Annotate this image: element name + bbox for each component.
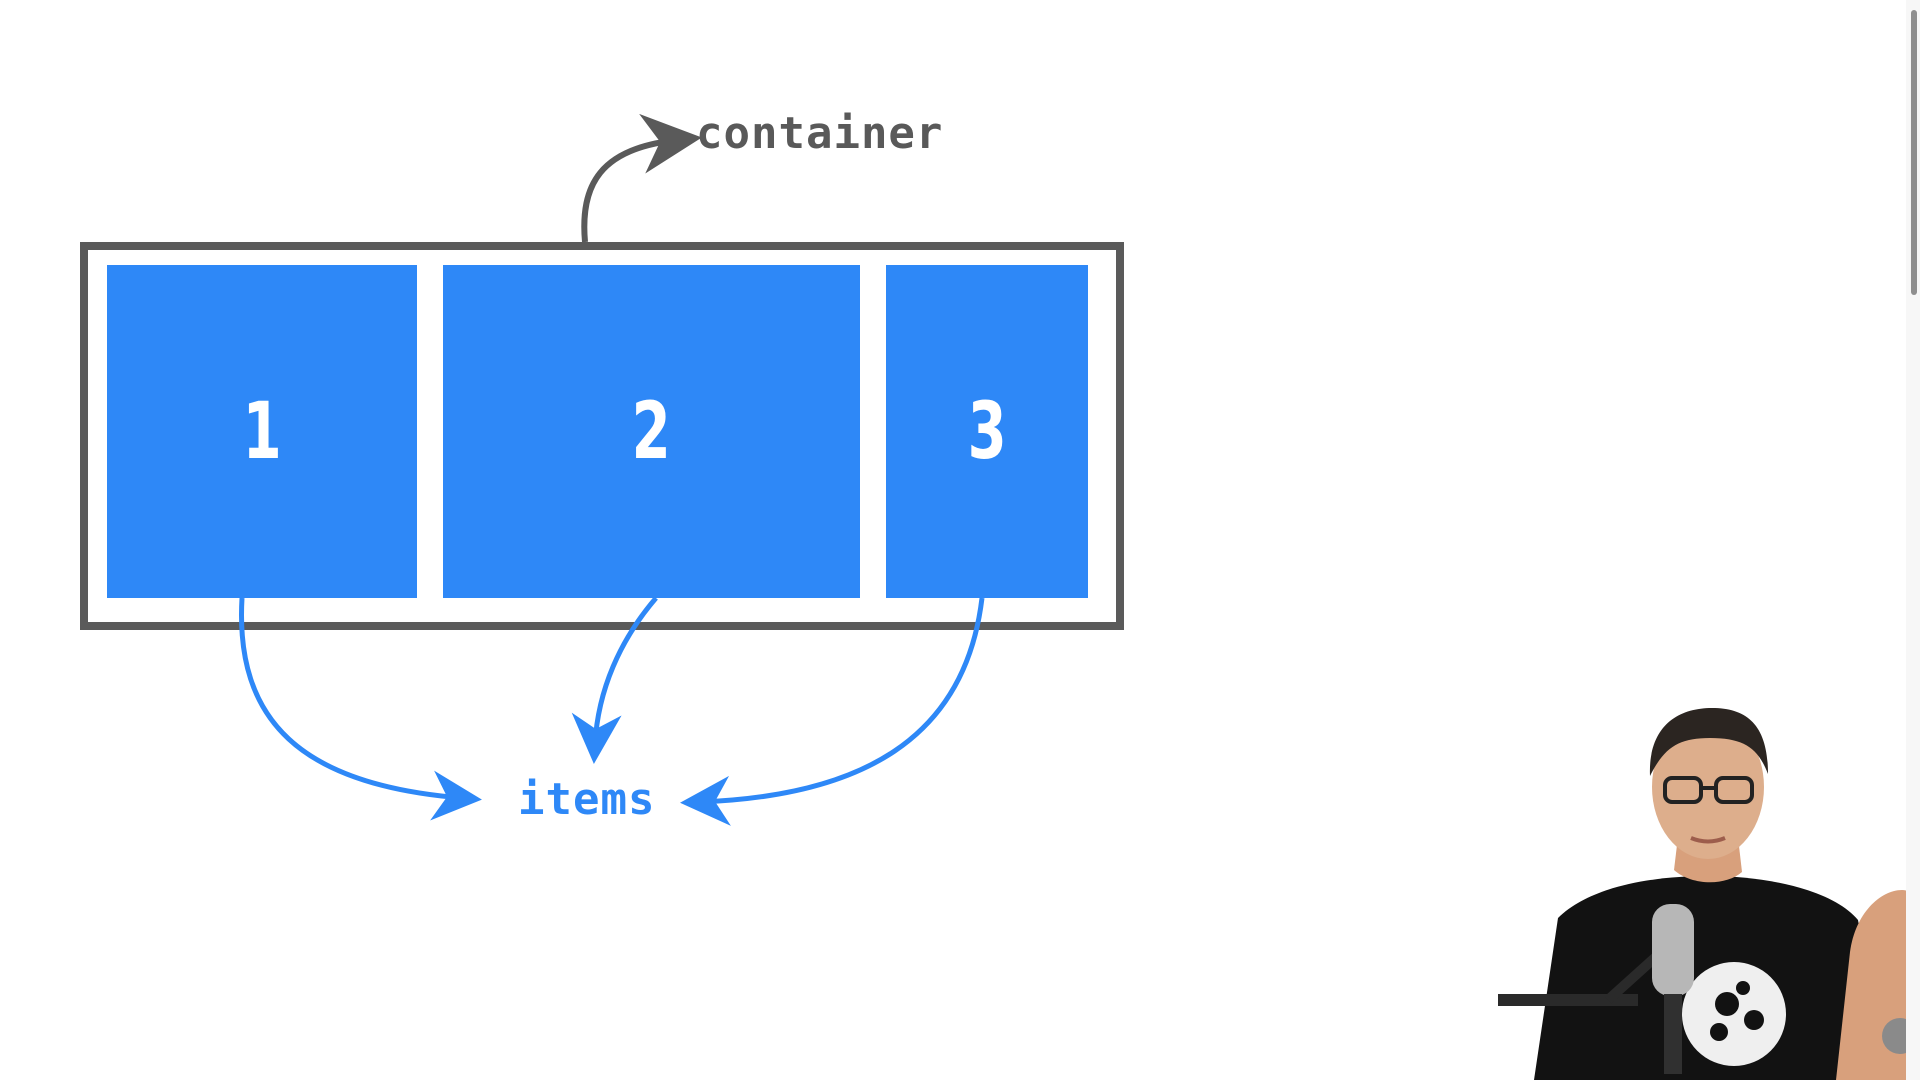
item-2-arrow-icon — [571, 596, 658, 764]
flex-item-1: 1 — [107, 265, 417, 598]
container-label: container — [696, 108, 944, 159]
item-3-arrow-icon — [680, 597, 985, 826]
presenter-image — [1498, 700, 1920, 1080]
presenter-webcam — [1498, 700, 1920, 1080]
flex-item-3: 3 — [886, 265, 1088, 598]
vertical-scrollbar[interactable] — [1906, 0, 1920, 1080]
item-1-arrow-icon — [238, 597, 482, 821]
flex-item-2: 2 — [443, 265, 860, 598]
flex-item-3-number: 3 — [967, 386, 1007, 477]
flex-item-2-number: 2 — [631, 386, 672, 477]
flex-item-1-number: 1 — [242, 386, 282, 477]
container-arrow-icon — [581, 113, 702, 243]
items-label: items — [518, 774, 656, 825]
scrollbar-thumb[interactable] — [1911, 10, 1917, 295]
